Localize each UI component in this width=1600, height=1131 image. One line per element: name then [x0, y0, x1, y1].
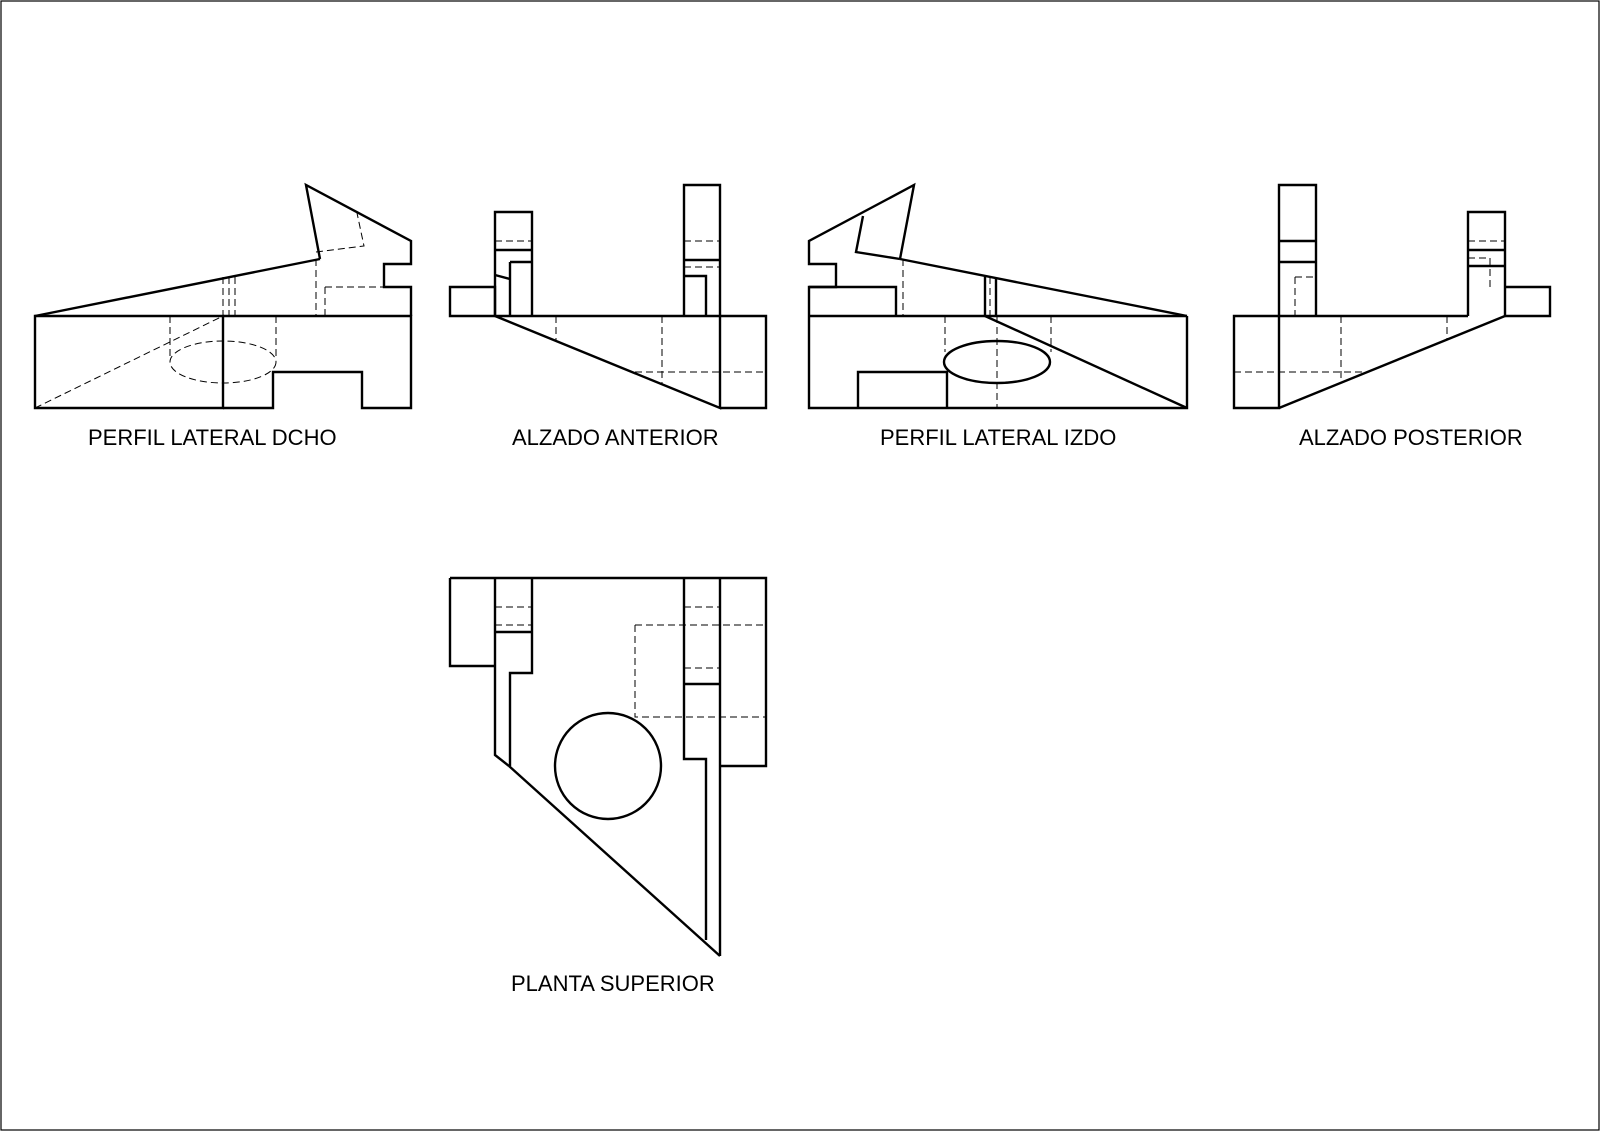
label-perfil-lateral-izdo: PERFIL LATERAL IZDO: [880, 425, 1116, 450]
view-perfil-lateral-izdo: [807, 182, 1189, 410]
view-alzado-anterior: [448, 183, 768, 410]
view-perfil-lateral-dcho: [33, 182, 413, 410]
label-alzado-anterior: ALZADO ANTERIOR: [512, 425, 719, 450]
view-alzado-posterior: [1232, 183, 1552, 410]
label-perfil-lateral-dcho: PERFIL LATERAL DCHO: [88, 425, 337, 450]
label-alzado-posterior: ALZADO POSTERIOR: [1299, 425, 1523, 450]
view-planta-superior: [448, 576, 768, 957]
label-planta-superior: PLANTA SUPERIOR: [511, 971, 715, 996]
